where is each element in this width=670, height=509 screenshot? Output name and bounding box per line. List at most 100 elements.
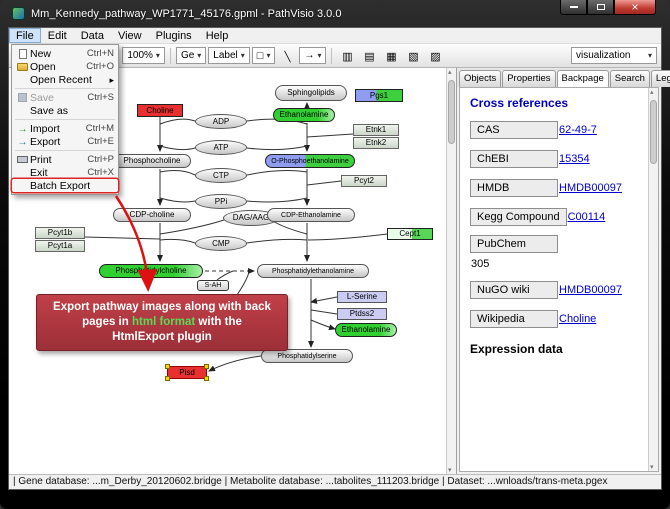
pathway-node-pcyt1b[interactable]: Pcyt1b (35, 227, 85, 239)
menu-item-batch-export[interactable]: Batch Export (12, 179, 118, 192)
save-icon (18, 93, 27, 102)
dropdown-arrow-icon (317, 50, 321, 61)
pathway-node-pisd[interactable]: Pisd (165, 364, 209, 381)
xref-link[interactable]: 62-49-7 (559, 124, 597, 136)
menu-item-open-recent[interactable]: Open Recent (12, 73, 118, 86)
menu-item-icon-slot (15, 123, 30, 135)
gene-product-combo[interactable]: Ge (175, 47, 207, 64)
pathway-edges (84, 102, 388, 372)
xref-header: NuGO wiki (470, 281, 558, 299)
align-left-button[interactable] (337, 47, 357, 65)
pathway-node-pcyt2[interactable]: Pcyt2 (341, 175, 387, 187)
new-file-icon (18, 48, 27, 59)
close-button[interactable] (614, 0, 656, 15)
pathway-node-ptdss2[interactable]: Ptdss2 (337, 308, 387, 320)
zoom-combo[interactable]: 100% (122, 47, 165, 64)
close-icon (631, 0, 638, 16)
menu-view[interactable]: View (117, 29, 142, 42)
pathway-node-pcyt1a[interactable]: Pcyt1a (35, 240, 85, 252)
pathway-node-phosphocholine[interactable]: Phosphocholine (113, 154, 191, 168)
menu-plugins[interactable]: Plugins (155, 29, 192, 42)
pathway-node-ppi[interactable]: PPi (195, 194, 247, 209)
pathway-node-sphingolipids[interactable]: Sphingolipids (275, 85, 347, 101)
align-top-button[interactable] (381, 47, 401, 65)
stack-icon (430, 47, 440, 65)
selection-handle[interactable] (204, 376, 209, 381)
sidebar-scrollbar[interactable] (648, 88, 658, 471)
dropdown-arrow-icon (156, 50, 160, 61)
menu-separator (15, 88, 115, 89)
dropdown-arrow-icon (648, 50, 652, 61)
pathway-node-pgs1[interactable]: Pgs1 (355, 89, 403, 102)
pathway-node-cdp-choline[interactable]: CDP-choline (113, 208, 191, 222)
import-icon (18, 123, 28, 135)
shape-combo[interactable] (251, 47, 276, 64)
menubar: File Edit Data View Plugins Help (9, 28, 661, 44)
arrow-combo[interactable] (299, 47, 327, 64)
minimize-button[interactable] (560, 0, 587, 15)
tab-objects[interactable]: Objects (459, 70, 502, 87)
cross-references-heading: Cross references (470, 96, 569, 110)
pathway-node-l-serine[interactable]: L-Serine (337, 291, 387, 303)
pathway-node-phosphatidylcholine[interactable]: Phosphatidylcholine (99, 264, 203, 278)
distribute-button[interactable] (403, 47, 423, 65)
pathway-node-phosphatidylethanolamine[interactable]: Phosphatidylethanolamine (257, 264, 369, 278)
canvas-vertical-scrollbar[interactable] (446, 68, 456, 474)
menu-help[interactable]: Help (205, 29, 229, 42)
xref-link[interactable]: Choline (559, 313, 597, 325)
xref-header: Wikipedia (470, 310, 558, 328)
align-center-button[interactable] (359, 47, 379, 65)
pathway-node-etnk2[interactable]: Etnk2 (353, 137, 399, 149)
open-folder-icon (17, 62, 28, 71)
xref-link[interactable]: HMDB00097 (559, 284, 622, 296)
label-combo[interactable]: Label (208, 47, 250, 64)
pathway-node-choline[interactable]: Choline (137, 104, 183, 117)
dropdown-arrow-icon (266, 50, 270, 61)
scrollbar-thumb[interactable] (650, 100, 657, 164)
annotation-line: Export pathway images along with back (53, 301, 271, 313)
pathway-node-o-phosphoethanolamine[interactable]: O-Phosphoethanolamine (265, 154, 355, 168)
pathway-node-cept1[interactable]: Cept1 (387, 228, 433, 240)
xref-link[interactable]: 15354 (559, 153, 590, 165)
pathway-node-etnk1[interactable]: Etnk1 (353, 124, 399, 136)
pathway-node-cdp-ethanolamine[interactable]: CDP-Ethanolamine (267, 208, 355, 222)
menu-file[interactable]: File (9, 28, 41, 43)
tab-legend[interactable]: Legend (650, 70, 670, 87)
stack-button[interactable] (425, 47, 445, 65)
tab-search[interactable]: Search (609, 70, 650, 87)
menu-edit[interactable]: Edit (47, 29, 67, 42)
pathway-node-adp[interactable]: ADP (195, 114, 247, 129)
pathway-node-atp[interactable]: ATP (195, 140, 247, 155)
pathway-node-phosphatidylserine[interactable]: Phosphatidylserine (261, 349, 353, 363)
tab-properties[interactable]: Properties (502, 70, 556, 87)
tab-backpage[interactable]: Backpage (556, 70, 609, 87)
menu-item-icon-slot (15, 93, 30, 102)
scrollbar-thumb[interactable] (448, 80, 455, 144)
pathway-node-ctp[interactable]: CTP (195, 168, 247, 183)
xref-link[interactable]: HMDB00097 (559, 182, 622, 194)
pathway-node-s-ah[interactable]: S-AH (197, 280, 229, 291)
visualization-combo[interactable]: visualization (571, 47, 657, 64)
pathway-node-ethanolamine[interactable]: Ethanolamine (273, 108, 335, 122)
pathway-node-ethanolamine[interactable]: Ethanolamine (335, 323, 397, 337)
xref-link[interactable]: C00114 (567, 211, 606, 223)
menu-data[interactable]: Data (80, 29, 104, 42)
pathway-node-cmp[interactable]: CMP (195, 236, 247, 251)
selection-handle[interactable] (165, 376, 170, 381)
selection-handle[interactable] (204, 364, 209, 369)
maximize-button[interactable] (587, 0, 614, 15)
line-button[interactable] (277, 47, 297, 65)
selection-handle[interactable] (165, 364, 170, 369)
menu-separator (15, 119, 115, 120)
menu-item-save-as[interactable]: Save as (30, 104, 68, 117)
